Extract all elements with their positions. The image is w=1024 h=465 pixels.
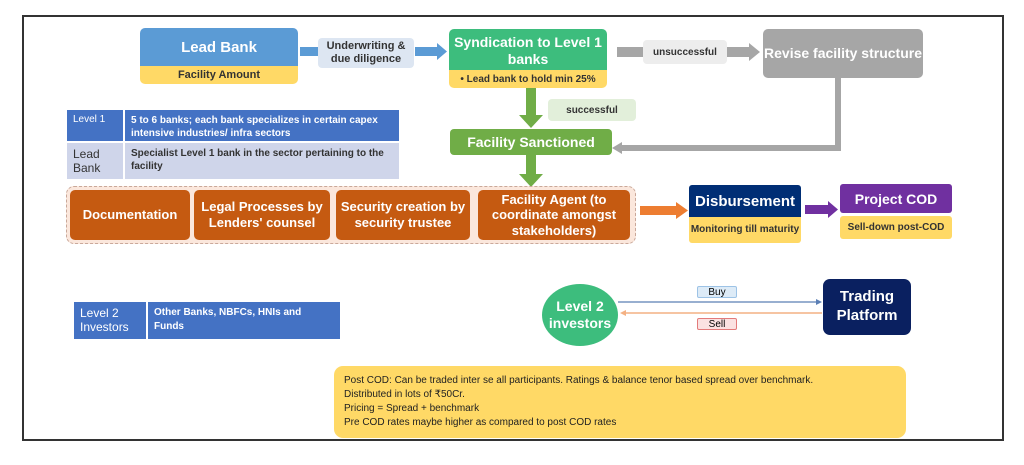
project-cod-box: Project COD	[840, 184, 952, 213]
revise-structure-box: Revise facility structure	[763, 29, 923, 78]
lead-bank-box: Lead Bank	[140, 28, 298, 66]
level2-investors-node: Level 2 investors	[542, 284, 618, 346]
legend-value: Specialist Level 1 bank in the sector pe…	[131, 148, 384, 172]
legend-row-lead-bank: Lead Bank Specialist Level 1 bank in the…	[67, 143, 399, 179]
level2-legend-table: Level 2 Investors Other Banks, NBFCs, HN…	[74, 302, 340, 339]
disbursement-box: Disbursement	[689, 185, 801, 217]
legend-value: Other Banks, NBFCs, HNIs and Funds	[154, 307, 302, 332]
facility-sanctioned-box: Facility Sanctioned	[450, 129, 612, 155]
buy-label: Buy	[697, 286, 737, 298]
legend-value: 5 to 6 banks; each bank specializes in c…	[131, 115, 378, 139]
legend-key: Level 2 Investors	[74, 302, 148, 339]
note-line: Pricing = Spread + benchmark	[344, 403, 480, 414]
underwriting-label: Underwriting & due diligence	[318, 38, 414, 68]
project-cod-note: Sell-down post-COD	[840, 216, 952, 239]
process-step-documentation: Documentation	[70, 190, 190, 240]
trading-platform-node: Trading Platform	[823, 279, 911, 335]
post-cod-notes: Post COD: Can be traded inter se all par…	[334, 366, 906, 438]
legend-row-level1: Level 1 5 to 6 banks; each bank speciali…	[67, 110, 399, 143]
note-line: Distributed in lots of ₹50Cr.	[344, 389, 465, 400]
sell-label: Sell	[697, 318, 737, 330]
level1-legend-table: Level 1 5 to 6 banks; each bank speciali…	[67, 110, 399, 179]
facility-amount-label: Facility Amount	[140, 66, 298, 84]
note-line: Pre COD rates maybe higher as compared t…	[344, 417, 617, 428]
syndication-note: • Lead bank to hold min 25%	[449, 70, 607, 88]
process-step-legal: Legal Processes by Lenders' counsel	[194, 190, 330, 240]
process-step-facility-agent: Facility Agent (to coordinate amongst st…	[478, 190, 630, 240]
process-step-security: Security creation by security trustee	[336, 190, 470, 240]
successful-label: successful	[548, 99, 636, 121]
legend-key: Level 1	[67, 110, 125, 141]
legend-key: Lead Bank	[67, 143, 125, 179]
unsuccessful-label: unsuccessful	[643, 40, 727, 64]
disbursement-note: Monitoring till maturity	[689, 217, 801, 243]
note-line: Post COD: Can be traded inter se all par…	[344, 375, 814, 386]
syndication-box: Syndication to Level 1 banks	[449, 29, 607, 72]
